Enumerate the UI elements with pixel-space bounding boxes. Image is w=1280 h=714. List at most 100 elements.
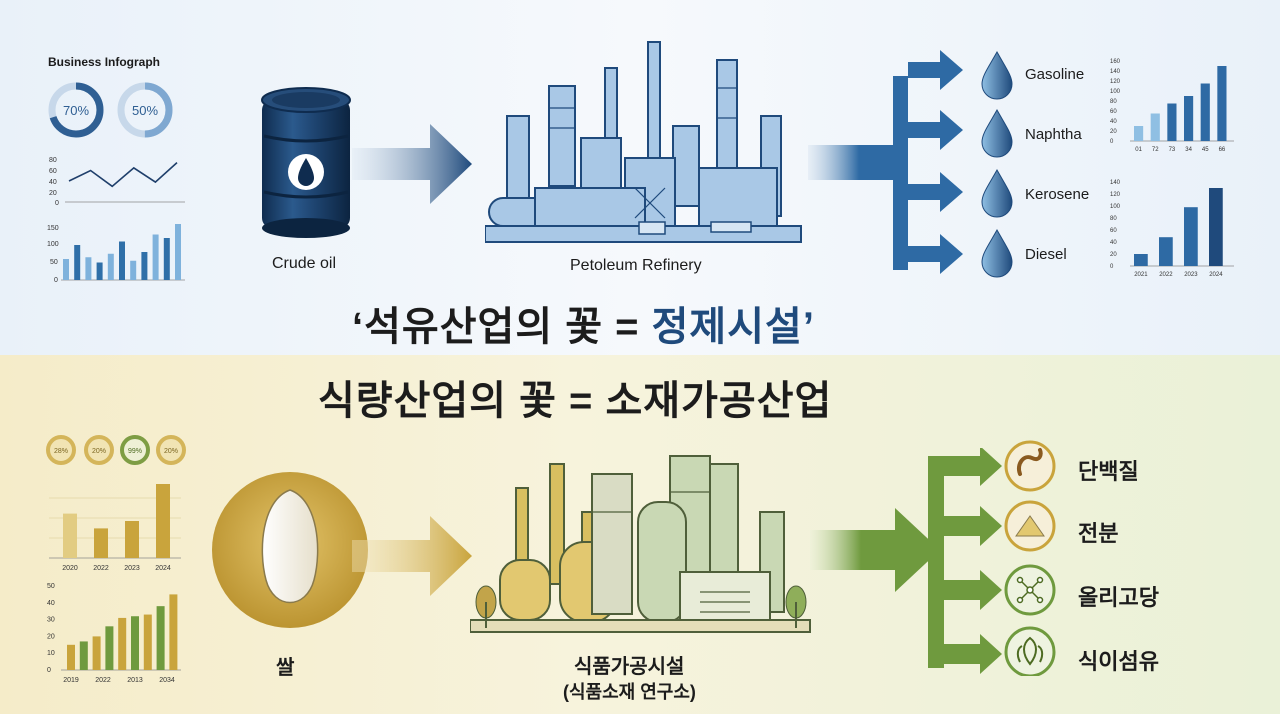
right-chart-tick: 40 (1110, 119, 1117, 125)
top-bar (63, 259, 69, 280)
top-bar (163, 238, 170, 280)
right-chart-tick: 140 (1110, 69, 1121, 75)
donut-1: 70% (48, 82, 104, 138)
bottom-bar2 (169, 594, 178, 670)
right-chart-tick: 100 (1110, 204, 1121, 210)
right-chart-bar (1167, 103, 1177, 141)
right-chart-bar (1159, 237, 1173, 266)
right-chart-category: 2024 (1209, 272, 1223, 278)
right-chart-category: 34 (1185, 147, 1192, 153)
bottom-bar2-tick: 20 (47, 633, 55, 640)
headline-petroleum-part1: ‘석유산업의 꽃 = (352, 305, 652, 349)
right-chart-bar (1184, 96, 1194, 141)
donut-1-label: 70% (63, 103, 89, 118)
line-series (68, 162, 178, 188)
bar-tick: 150 (47, 225, 59, 232)
dietary-fiber-icon (1004, 626, 1056, 676)
right-chart-category: 2022 (1159, 272, 1173, 278)
food-processing-facility-icon (470, 455, 811, 633)
right-chart-tick: 60 (1110, 109, 1117, 115)
bottom-bar-category: 2020 (62, 565, 78, 572)
bottom-bar2 (118, 617, 127, 670)
bar-tick: 50 (50, 259, 58, 266)
line-tick: 80 (49, 157, 57, 164)
right-chart-category: 73 (1169, 147, 1176, 153)
top-bar (107, 253, 114, 280)
top-bar (85, 257, 92, 280)
bottom-bar (125, 521, 139, 558)
line-tick: 40 (49, 179, 57, 186)
right-chart-bar (1217, 66, 1227, 141)
product-diesel: Diesel (1025, 246, 1067, 263)
protein-icon (1004, 440, 1056, 492)
right-chart-bar (1134, 254, 1148, 266)
product-protein: 단백질 (1078, 459, 1139, 484)
top-bar (141, 252, 148, 280)
bottom-donut-3: 99% (120, 435, 150, 465)
bottom-bar2-category: 2022 (95, 677, 111, 684)
product-branch-arrows (808, 50, 963, 274)
bottom-bar-category: 2024 (155, 565, 171, 572)
line-tick: 20 (49, 190, 57, 197)
oligosaccharide-icon (1004, 564, 1056, 616)
facility-label: 식품가공시설 (574, 656, 685, 678)
top-bar (152, 234, 159, 280)
right-chart-tick: 160 (1110, 59, 1121, 65)
drop-icons (981, 50, 1013, 278)
donut-2: 50% (117, 82, 173, 138)
rice-label: 쌀 (276, 657, 295, 679)
oil-barrel-icon (261, 87, 351, 238)
bottom-bar2 (79, 641, 88, 670)
arrow-to-refinery-icon (352, 124, 472, 204)
bottom-bar2 (131, 616, 139, 670)
refinery-label: Petoleum Refinery (570, 257, 702, 274)
bottom-bar2 (105, 626, 114, 670)
right-chart-category: 66 (1219, 147, 1226, 153)
top-bar (74, 245, 81, 280)
donut-2-label: 50% (132, 103, 158, 118)
crude-oil-label: Crude oil (272, 255, 337, 272)
tree-icon (475, 585, 807, 628)
facility-sublabel: (식품소재 연구소) (563, 682, 696, 702)
right-chart-bar (1150, 113, 1160, 141)
right-chart-bar (1209, 188, 1223, 266)
top-bar (175, 224, 181, 280)
top-bar-chart: 150 100 50 0 (47, 224, 185, 284)
product-dietary-fiber: 식이섬유 (1078, 649, 1159, 674)
right-chart-tick: 0 (1110, 139, 1114, 145)
right-chart-category: 45 (1202, 147, 1209, 153)
bottom-bar (63, 513, 77, 558)
right-chart-category: 2021 (1134, 272, 1148, 278)
right-chart-category: 2023 (1184, 272, 1198, 278)
bar-tick: 0 (54, 277, 58, 284)
food-branch-arrows (810, 448, 1002, 674)
bottom-donut-3-label: 99% (128, 448, 142, 455)
product-starch: 전분 (1078, 521, 1119, 546)
bottom-donut-1-label: 28% (54, 448, 68, 455)
right-chart-tick: 80 (1110, 99, 1117, 105)
headline-petroleum: ‘석유산업의 꽃 = 정제시설’ (352, 294, 815, 352)
bar-tick: 100 (47, 241, 59, 248)
bottom-bar2-tick: 40 (47, 600, 55, 607)
right-chart-tick: 120 (1110, 192, 1121, 198)
refinery-icon (485, 41, 802, 243)
right-chart-tick: 0 (1110, 264, 1114, 270)
right-chart-bar (1134, 126, 1144, 141)
bottom-bar-category: 2023 (124, 565, 140, 572)
bottom-bar (156, 484, 170, 558)
bottom-donut-1: 28% (46, 435, 76, 465)
bottom-bar2-category: 2034 (159, 677, 175, 684)
gasoline-drop-icon (981, 50, 1013, 100)
bottom-donut-4: 20% (156, 435, 186, 465)
bottom-donut-2: 20% (84, 435, 114, 465)
right-chart-category: 01 (1135, 147, 1142, 153)
right-chart-tick: 60 (1110, 228, 1117, 234)
right-chart-tick: 20 (1110, 252, 1117, 258)
starch-icon (1004, 500, 1056, 552)
bottom-bar2-tick: 0 (47, 667, 51, 674)
headline-food: 식량산업의 꽃 = 소재가공산업 (318, 379, 833, 423)
rice-grain-icon (212, 472, 368, 628)
right-chart-category: 72 (1152, 147, 1159, 153)
